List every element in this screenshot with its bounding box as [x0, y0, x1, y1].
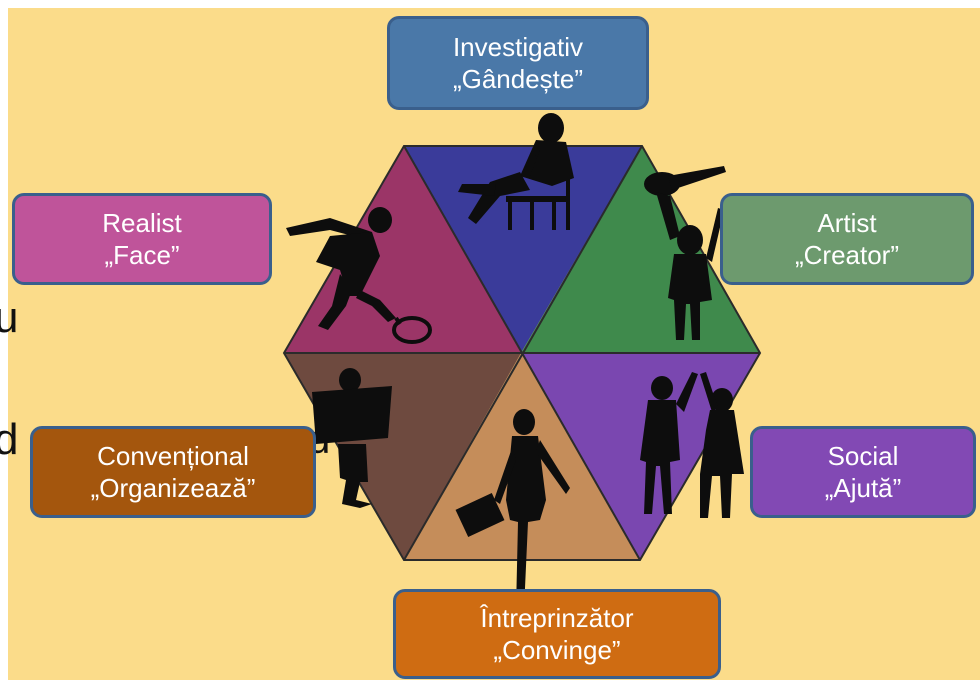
- label-conventional-subtitle: „Organizează”: [90, 473, 256, 503]
- person-reading-newspaper-icon: [312, 368, 392, 508]
- label-investigativ-subtitle: „Gândește”: [452, 64, 584, 94]
- label-artist-title: Artist: [817, 208, 877, 238]
- label-realist-subtitle: „Face”: [104, 240, 180, 270]
- label-social-subtitle: „Ajută”: [824, 473, 902, 503]
- label-conventional-title: Convențional: [97, 441, 249, 471]
- label-realist-title: Realist: [102, 208, 182, 238]
- cut-off-text-fragment-lower: d: [0, 415, 19, 464]
- businesswoman-with-briefcase-icon: [455, 409, 570, 610]
- label-investigativ: Investigativ „Gândește”: [387, 16, 649, 110]
- label-intreprinzator: Întreprinzător „Convinge”: [393, 589, 721, 679]
- label-social: Social „Ajută”: [750, 426, 976, 518]
- label-social-title: Social: [827, 441, 899, 471]
- investigativ-segment: [404, 146, 642, 353]
- label-conventional: Convențional „Organizează”: [30, 426, 316, 518]
- label-intreprinzator-title: Întreprinzător: [480, 603, 634, 633]
- tennis-player-icon: [286, 207, 432, 344]
- high-five-couple-icon: [640, 372, 744, 518]
- label-investigativ-title: Investigativ: [452, 32, 584, 62]
- person-with-guitar-icon: [644, 166, 726, 340]
- person-on-chair-icon: [458, 113, 574, 230]
- label-realist: Realist „Face”: [12, 193, 272, 285]
- label-artist-subtitle: „Creator”: [794, 240, 899, 270]
- label-artist: Artist „Creator”: [720, 193, 974, 285]
- label-intreprinzator-subtitle: „Convinge”: [493, 635, 621, 665]
- hexagon-dividers: [284, 145, 760, 561]
- cut-off-text-fragment-upper: u: [0, 293, 19, 342]
